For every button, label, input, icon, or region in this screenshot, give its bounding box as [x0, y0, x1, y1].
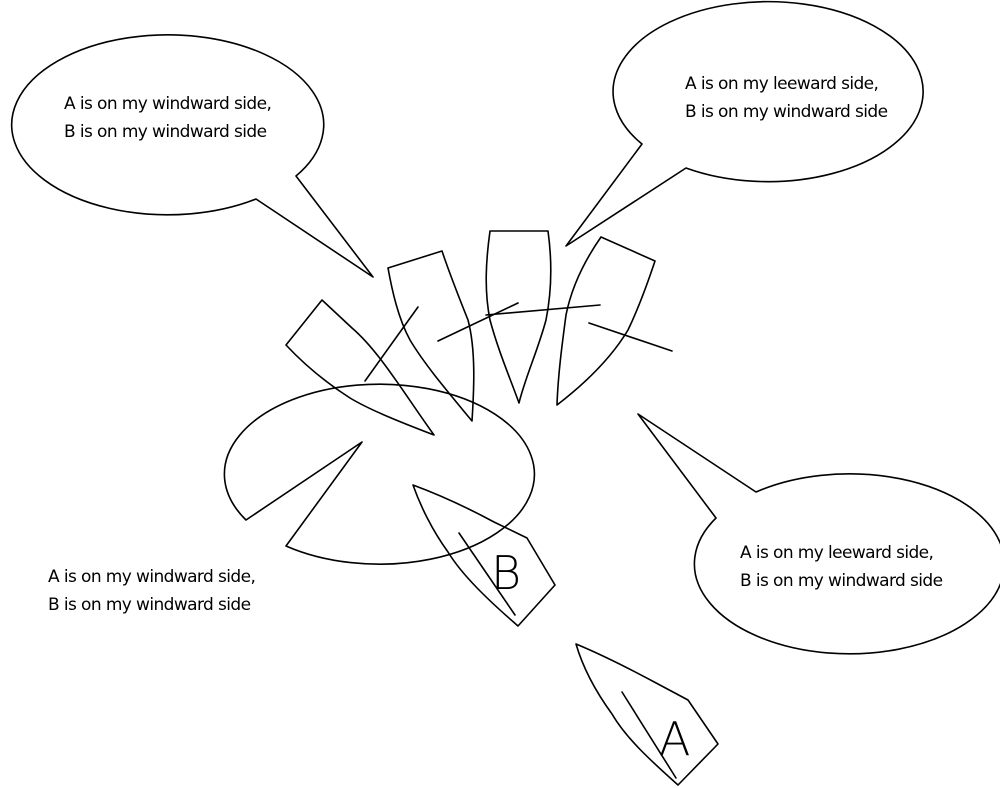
boat-top-4: [556, 236, 673, 406]
bubble-bottom-right-line1: A is on my leeward side,: [740, 543, 933, 563]
boat-fan-top: [285, 230, 673, 436]
boat-b-label: B: [491, 546, 521, 600]
boat-top-3: [485, 230, 601, 404]
boat-a-label: A: [659, 712, 690, 766]
speech-bubble-top-right: A is on my leeward side, B is on my wind…: [565, 0, 924, 247]
speech-bubble-bottom-left: A is on my windward side, B is on my win…: [48, 383, 536, 615]
speech-bubble-bottom-right: A is on my leeward side, B is on my wind…: [637, 413, 1000, 655]
bubble-bottom-right-line2: B is on my windward side: [740, 571, 943, 591]
boat-a: A: [575, 643, 719, 786]
bubble-top-right-line1: A is on my leeward side,: [685, 74, 878, 94]
bubble-top-right-line2: B is on my windward side: [685, 102, 888, 122]
bubble-top-left-line2: B is on my windward side: [64, 122, 267, 142]
boat-b: B: [412, 484, 556, 627]
bubble-bottom-left-line1: A is on my windward side,: [48, 567, 255, 587]
boat-top-1: [285, 299, 435, 436]
speech-bubble-top-left: A is on my windward side, B is on my win…: [10, 34, 374, 278]
bubble-top-left-line1: A is on my windward side,: [64, 94, 271, 114]
bubble-bottom-left-line2: B is on my windward side: [48, 595, 251, 615]
boat-top-2: [387, 250, 519, 422]
